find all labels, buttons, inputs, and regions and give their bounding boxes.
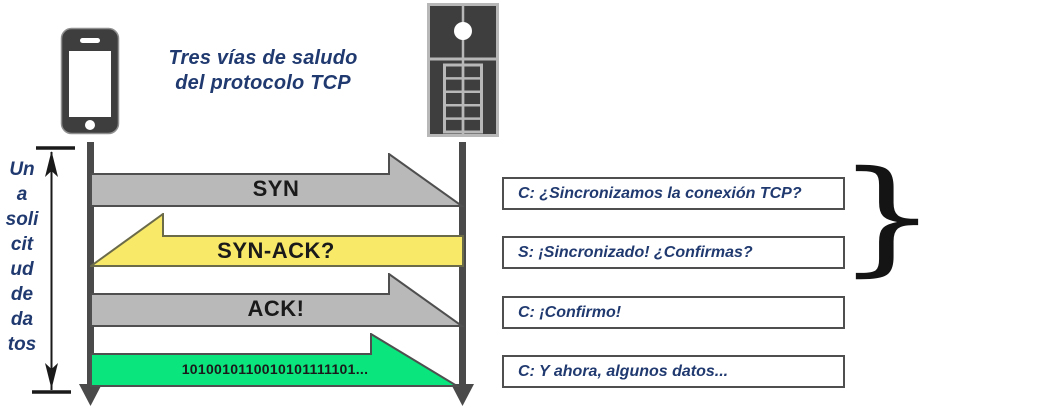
note-box-ack: C: ¡Confirmo! bbox=[502, 296, 845, 329]
home-button-dot bbox=[85, 120, 95, 130]
data-arrow bbox=[90, 333, 460, 387]
ack-arrow-label: ACK! bbox=[247, 296, 305, 321]
server-timeline-arrowhead-icon bbox=[451, 384, 474, 406]
title-line-1: Tres vías de saludo bbox=[168, 47, 358, 69]
note-box-syn-ack: S: ¡Sincronizado! ¿Confirmas? bbox=[502, 236, 845, 269]
request-span-arrow bbox=[32, 146, 75, 394]
syn-arrow-label: SYN bbox=[252, 176, 300, 201]
note-text: S: ¡Sincronizado! ¿Confirmas? bbox=[518, 243, 753, 261]
request-caption-line: Un bbox=[9, 159, 35, 180]
request-caption: Un a soli cit ud de da tos bbox=[2, 157, 42, 357]
diagram-title: Tres vías de saludo del protocolo TCP bbox=[150, 46, 376, 96]
syn-arrow bbox=[90, 153, 464, 207]
note-text: C: ¿Sincronizamos la conexión TCP? bbox=[518, 184, 802, 202]
server-icon bbox=[427, 3, 499, 137]
data-arrow-label: 1010010110010101111101... bbox=[181, 361, 369, 377]
request-caption-line: soli bbox=[5, 209, 39, 230]
request-caption-line: a bbox=[16, 184, 28, 205]
syn-ack-arrow-label: SYN-ACK? bbox=[217, 238, 335, 263]
client-timeline bbox=[87, 142, 94, 386]
up-arrowhead-icon bbox=[45, 151, 58, 177]
ack-arrow bbox=[90, 273, 464, 327]
title-line-2: del protocolo TCP bbox=[175, 72, 351, 94]
down-arrowhead-icon bbox=[45, 363, 58, 389]
server-rack-grid bbox=[443, 63, 483, 134]
request-caption-line: da bbox=[10, 309, 34, 330]
request-caption-line: de bbox=[10, 284, 34, 305]
handshake-brace: } bbox=[835, 145, 939, 289]
smartphone-icon bbox=[60, 27, 120, 135]
note-text: C: ¡Confirmo! bbox=[518, 303, 622, 321]
note-text: C: Y ahora, algunos datos... bbox=[518, 362, 729, 380]
request-caption-line: cit bbox=[10, 234, 34, 255]
note-box-data: C: Y ahora, algunos datos... bbox=[502, 355, 845, 388]
request-caption-line: ud bbox=[10, 259, 34, 280]
request-caption-line: tos bbox=[7, 334, 37, 355]
client-timeline-arrowhead-icon bbox=[79, 384, 102, 406]
server-led-dot bbox=[454, 22, 472, 40]
note-box-syn: C: ¿Sincronizamos la conexión TCP? bbox=[502, 177, 845, 210]
speaker-slot bbox=[80, 38, 100, 43]
syn-ack-arrow bbox=[90, 213, 464, 267]
